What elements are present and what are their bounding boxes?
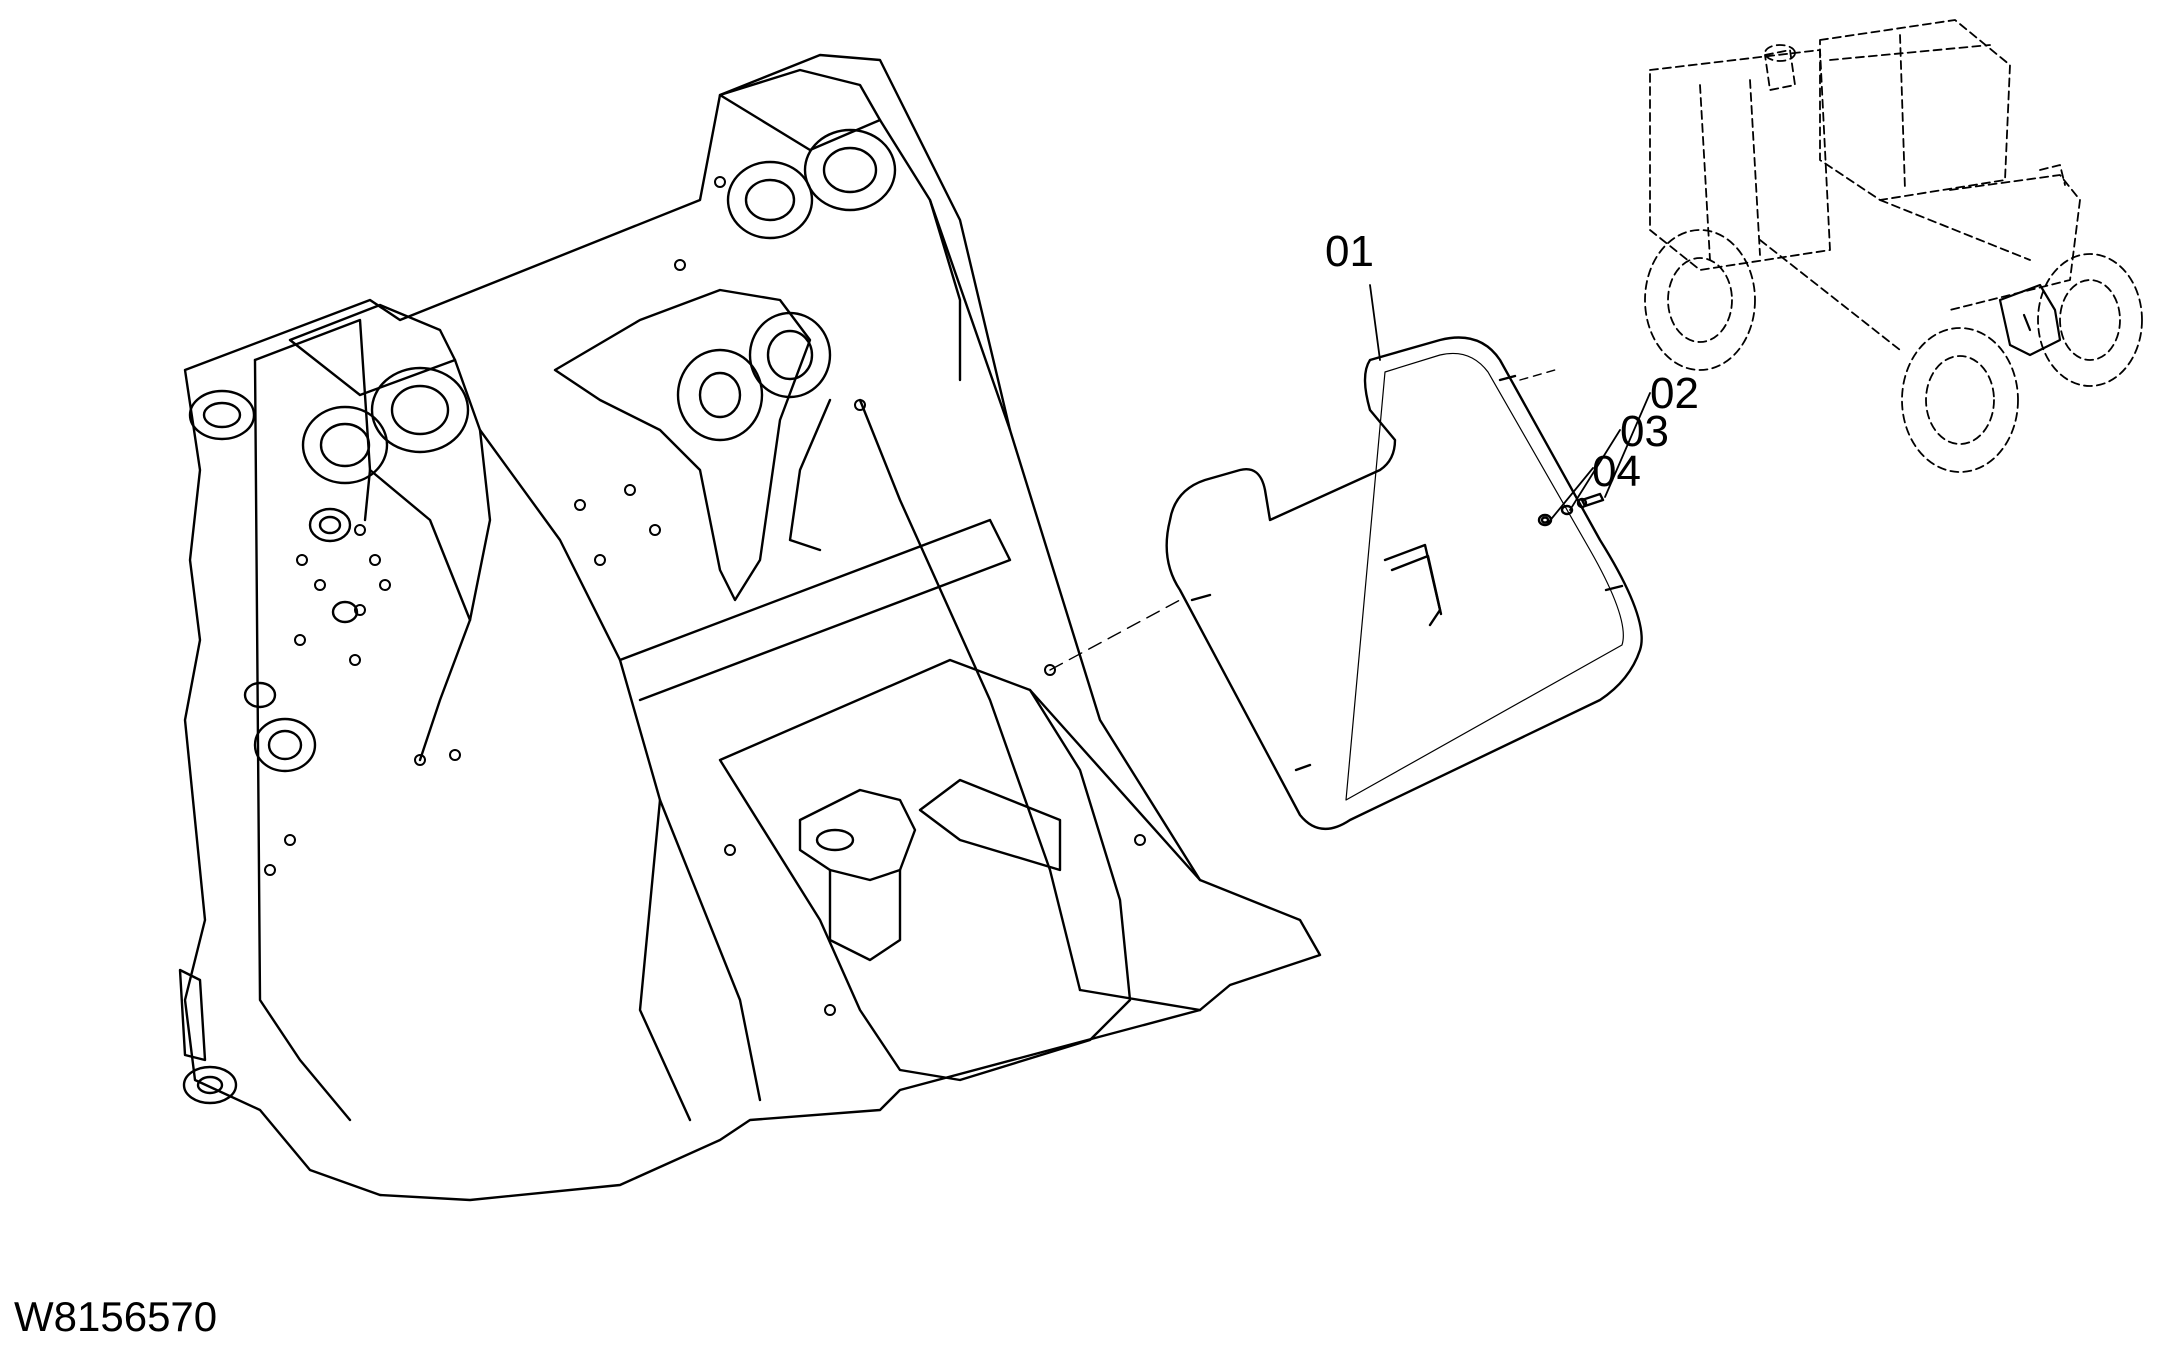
- front-frame-drawing: [178, 53, 1322, 1202]
- callout-02: 02: [1650, 369, 1699, 418]
- leader-lines: [1369, 284, 1651, 524]
- callout-01: 01: [1325, 227, 1374, 276]
- callout-04: 04: [1592, 447, 1641, 496]
- cover-plate-drawing: [1049, 336, 1643, 830]
- overview-cover-highlight: [1998, 283, 2062, 357]
- machine-overview-icon: [1644, 19, 2143, 473]
- drawing-number: W8156570: [14, 1293, 218, 1340]
- callout-03: 03: [1620, 407, 1669, 456]
